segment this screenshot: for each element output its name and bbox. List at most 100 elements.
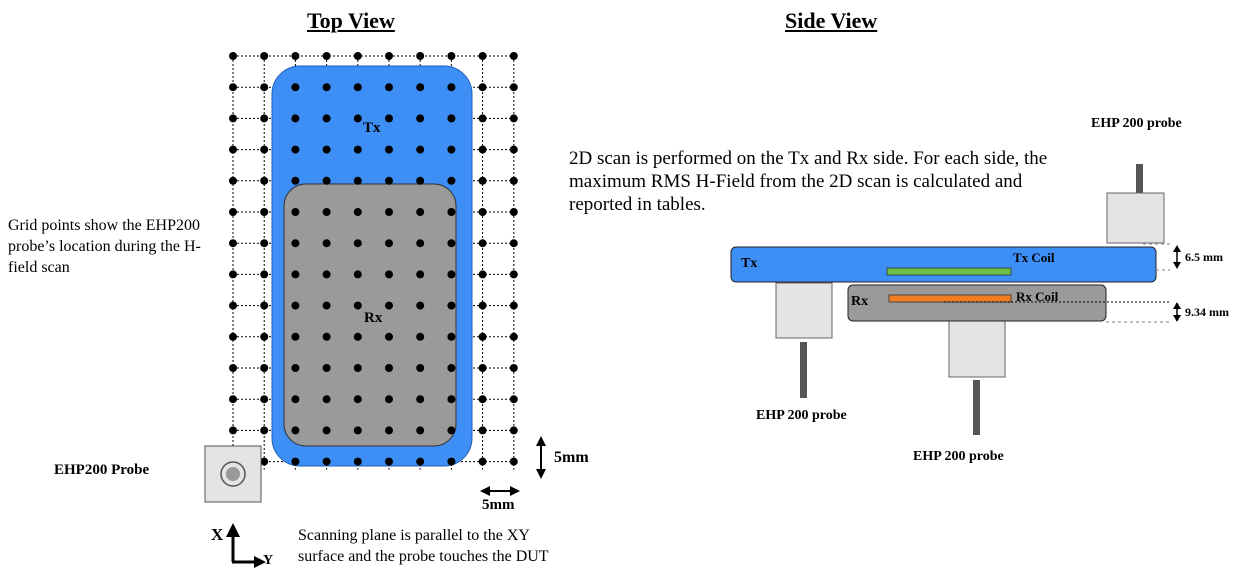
grid-point bbox=[229, 52, 237, 60]
grid-point bbox=[229, 114, 237, 123]
grid-point bbox=[478, 426, 487, 435]
grid-point bbox=[260, 114, 269, 123]
tx-coil-label: Tx Coil bbox=[1013, 250, 1055, 265]
grid-point bbox=[416, 457, 425, 466]
grid-point bbox=[322, 145, 331, 154]
grid-point bbox=[509, 145, 518, 154]
gap-rx-arrow-up-icon bbox=[1173, 302, 1181, 309]
grid-point bbox=[291, 114, 300, 123]
grid-point bbox=[447, 395, 456, 404]
grid-point bbox=[322, 457, 331, 466]
grid-point bbox=[229, 176, 237, 185]
grid-point bbox=[291, 208, 300, 216]
grid-point bbox=[229, 208, 237, 216]
dim-vertical-label: 5mm bbox=[554, 449, 589, 466]
probe-ring-icon bbox=[220, 461, 246, 487]
grid-point bbox=[229, 270, 237, 279]
grid-point bbox=[478, 270, 487, 279]
grid-point bbox=[291, 395, 300, 404]
arrow-right-icon bbox=[510, 486, 520, 496]
grid-point bbox=[447, 270, 456, 279]
grid-point bbox=[478, 301, 487, 310]
grid-point bbox=[509, 83, 518, 92]
grid-point bbox=[478, 114, 487, 123]
grid-point bbox=[416, 239, 425, 248]
grid-point bbox=[260, 176, 269, 185]
grid-point bbox=[509, 239, 518, 248]
grid-point bbox=[260, 52, 269, 60]
grid-point bbox=[385, 208, 393, 216]
gap-rx-arrow-down-icon bbox=[1173, 315, 1181, 322]
grid-point bbox=[322, 426, 331, 435]
grid-point bbox=[416, 270, 425, 279]
grid-point bbox=[447, 239, 456, 248]
probe-left-label: EHP 200 probe bbox=[756, 408, 847, 423]
grid-point bbox=[478, 176, 487, 185]
grid-point bbox=[447, 332, 456, 341]
grid-point bbox=[478, 208, 487, 216]
probe-tip-icon bbox=[226, 467, 240, 481]
grid-point bbox=[447, 426, 456, 435]
grid-point bbox=[260, 395, 269, 404]
grid-point bbox=[478, 52, 487, 60]
grid-point bbox=[322, 208, 331, 216]
scan-note: Scanning plane is parallel to the XY sur… bbox=[298, 527, 549, 565]
grid-point bbox=[291, 239, 300, 248]
grid-point bbox=[322, 176, 331, 185]
probe-top-stem bbox=[1136, 164, 1143, 194]
side-view-title: Side View bbox=[785, 8, 878, 33]
grid-point bbox=[322, 364, 331, 372]
grid-point bbox=[385, 52, 393, 60]
grid-point bbox=[260, 364, 269, 372]
grid-point bbox=[291, 83, 300, 92]
probe-label-top: EHP200 Probe bbox=[54, 462, 150, 478]
side-description: 2D scan is performed on the Tx and Rx si… bbox=[569, 148, 1048, 215]
grid-point bbox=[322, 270, 331, 279]
axis-y-label: Y bbox=[263, 553, 274, 568]
grid-point bbox=[353, 114, 362, 123]
grid-point bbox=[353, 457, 362, 466]
grid-point bbox=[509, 176, 518, 185]
grid-point bbox=[447, 176, 456, 185]
grid-point bbox=[509, 270, 518, 279]
grid-point bbox=[385, 239, 393, 248]
grid-point bbox=[509, 426, 518, 435]
grid-point bbox=[322, 239, 331, 248]
grid-point bbox=[509, 52, 518, 60]
probe-top-head bbox=[1106, 192, 1165, 244]
grid-point bbox=[291, 364, 300, 372]
grid-point bbox=[416, 176, 425, 185]
rx-label-side: Rx bbox=[851, 294, 869, 309]
arrow-down-icon bbox=[536, 469, 546, 479]
grid-point bbox=[385, 83, 393, 92]
grid-point bbox=[416, 208, 425, 216]
grid-point bbox=[447, 364, 456, 372]
grid-point bbox=[447, 301, 456, 310]
grid-note: Grid points show the EHP200 probe’s loca… bbox=[8, 217, 201, 276]
grid-point bbox=[291, 145, 300, 154]
grid-point bbox=[291, 52, 300, 60]
top-view-title: Top View bbox=[307, 8, 395, 33]
grid-point bbox=[478, 145, 487, 154]
probe-top-label: EHP 200 probe bbox=[1091, 116, 1182, 131]
dim-horizontal-label: 5mm bbox=[482, 497, 515, 513]
tx-coil bbox=[886, 267, 1012, 276]
grid-point bbox=[416, 301, 425, 310]
grid-point bbox=[416, 426, 425, 435]
rx-board-side bbox=[847, 284, 1107, 322]
tx-label-top: Tx bbox=[363, 120, 381, 136]
grid-point bbox=[322, 395, 331, 404]
grid-point bbox=[385, 301, 393, 310]
grid-point bbox=[229, 426, 237, 435]
grid-point bbox=[260, 301, 269, 310]
grid-point bbox=[385, 457, 393, 466]
grid-point bbox=[322, 83, 331, 92]
grid-point bbox=[353, 145, 362, 154]
gap-tx-arrow-up-icon bbox=[1173, 245, 1181, 252]
grid-point bbox=[260, 426, 269, 435]
grid-point bbox=[509, 208, 518, 216]
grid-point bbox=[353, 52, 362, 60]
gap-tx-arrow-down-icon bbox=[1173, 262, 1181, 269]
grid-point bbox=[478, 395, 487, 404]
grid-point bbox=[509, 395, 518, 404]
